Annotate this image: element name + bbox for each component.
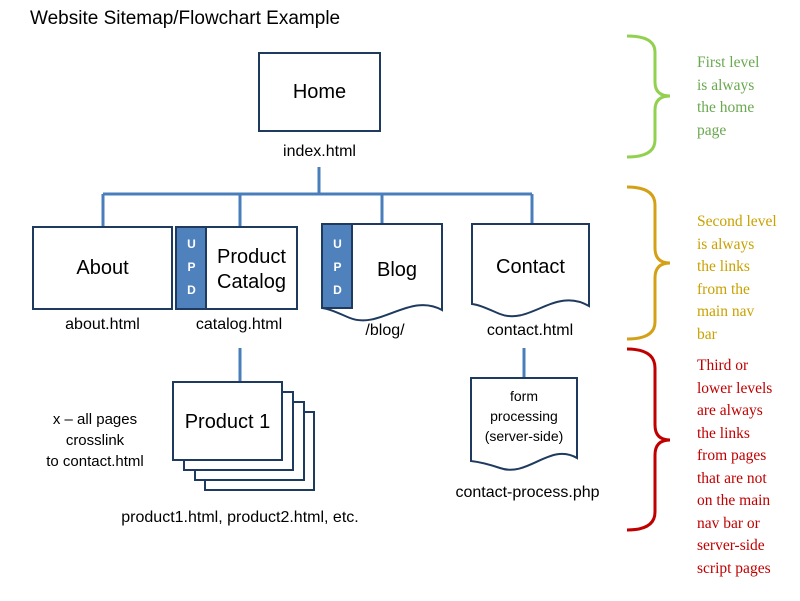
home-box [258, 52, 381, 132]
blog-badge-u: U [333, 237, 342, 251]
annotation-line: are always [697, 402, 763, 419]
product-label: Product 1 [184, 411, 271, 433]
bracket-third-level [626, 347, 671, 532]
annotation-line: from the [697, 280, 750, 298]
page-title: Website Sitemap/Flowchart Example [30, 8, 341, 29]
catalog-file: catalog.html [195, 316, 283, 333]
form-line1: form [510, 388, 538, 404]
catalog-upd-badge [175, 226, 207, 310]
catalog-badge-d: D [187, 283, 196, 297]
about-box [32, 226, 173, 310]
bracket-second-level [626, 185, 671, 341]
product-file: product1.html, product2.html, etc. [121, 509, 359, 526]
connector-lines [101, 167, 534, 383]
annotation-line: that are not [697, 469, 767, 487]
blog-file: /blog/ [365, 322, 405, 339]
annotation-line: page [697, 121, 727, 139]
annotation-line: lower levels [697, 379, 773, 397]
catalog-label-line1: Product [217, 246, 286, 268]
annotation-line: Second level [697, 213, 777, 230]
home-file: index.html [283, 143, 356, 160]
product-stack [172, 381, 315, 491]
catalog-badge-p: P [187, 260, 196, 274]
form-line3: (server-side) [484, 428, 564, 444]
contact-box [471, 223, 590, 318]
contact-file: contact.html [486, 322, 574, 339]
annotation-line: main nav [697, 303, 755, 320]
crosslink-note-line1: x – all pages [52, 411, 138, 428]
annotation-third-level: Third or lower levels are always the lin… [697, 355, 772, 580]
blog-label: Blog [376, 259, 418, 281]
crosslink-note-line3: to contact.html [46, 453, 144, 470]
annotation-line: server-side [697, 537, 765, 554]
crosslink-note-line2: crosslink [65, 432, 125, 449]
annotation-line: is always [697, 76, 755, 94]
annotation-line: bar [697, 325, 717, 343]
blog-badge-p: P [333, 260, 342, 274]
annotation-line: script pages [697, 559, 771, 577]
blog-badge-d: D [333, 283, 342, 297]
annotation-line: on the main [697, 492, 771, 509]
annotation-first-level: First level is always the home page [697, 52, 759, 142]
bracket-first-level [626, 34, 671, 159]
form-file: contact-process.php [455, 484, 600, 501]
annotation-line: the links [697, 258, 750, 275]
annotation-line: nav bar or [697, 514, 760, 532]
annotation-line: Third or [697, 357, 749, 374]
annotation-line: is always [697, 235, 755, 253]
blog-upd-badge [321, 223, 353, 309]
annotation-line: the home [697, 99, 755, 116]
catalog-label-line2: Catalog [217, 271, 286, 293]
form-line2: processing [490, 408, 558, 424]
catalog-badge-u: U [187, 237, 196, 251]
form-box [470, 377, 578, 471]
home-label: Home [292, 81, 347, 103]
annotation-line: the links [697, 424, 750, 442]
annotation-line: from pages [697, 447, 767, 464]
annotation-line: First level [697, 54, 760, 71]
annotation-second-level: Second level is always the links from th… [697, 211, 777, 346]
contact-label: Contact [496, 256, 565, 278]
about-file: about.html [65, 316, 140, 333]
about-label: About [76, 257, 129, 279]
